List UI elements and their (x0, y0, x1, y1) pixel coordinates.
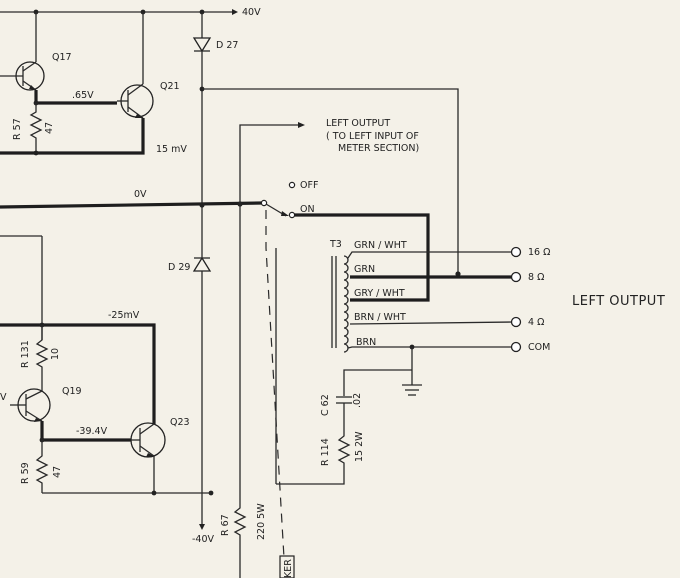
terminal-8-ohm[interactable] (510, 271, 522, 283)
resistor-r57 (29, 103, 43, 153)
resistor-r59 (35, 440, 49, 493)
voltage-m25mv-label: -25mV (108, 310, 140, 321)
diode-d29 (192, 256, 212, 272)
ground-symbol (402, 347, 422, 396)
switch-off-label: OFF (300, 180, 318, 191)
terminal-8-label: 8 Ω (528, 272, 544, 283)
tap-gry-wht-label: GRY / WHT (354, 288, 405, 299)
terminal-4-ohm[interactable] (510, 316, 522, 328)
output-switch (260, 181, 296, 219)
q17-label: Q17 (52, 52, 72, 63)
capacitor-c62 (336, 396, 352, 428)
transformer-t3 (331, 255, 349, 353)
r59-label: R 59 (20, 462, 31, 484)
resistor-r67 (233, 204, 247, 578)
speaker-partial-label: KER (283, 559, 294, 578)
r57-value: 47 (44, 122, 55, 134)
r67-value: 220 5W (256, 503, 267, 540)
resistor-r114 (276, 428, 351, 485)
voltage-15mv-label: 15 mV (156, 144, 187, 155)
transistor-q17 (0, 61, 45, 91)
transistor-q19 (10, 388, 51, 422)
resistor-r131 (35, 325, 49, 391)
transistor-q23 (130, 422, 166, 458)
transistor-q21 (117, 83, 154, 119)
q23-label: Q23 (170, 417, 190, 428)
tap-brn-label: BRN (356, 337, 376, 348)
r131-value: 10 (50, 348, 61, 360)
q19-partial-voltage: V (0, 392, 7, 403)
voltage-065-label: .65V (72, 90, 94, 101)
left-output-label-3: METER SECTION) (338, 143, 419, 154)
c62-value: .02 (352, 393, 363, 408)
diode-d27 (192, 37, 212, 53)
r57-label: R 57 (12, 118, 23, 140)
left-output-label-2: ( TO LEFT INPUT OF (326, 131, 419, 142)
voltage-0v-label: 0V (134, 189, 147, 200)
r67-label: R 67 (220, 514, 231, 536)
tap-brn-wht-label: BRN / WHT (354, 312, 406, 323)
switch-on-label: ON (300, 204, 315, 215)
terminal-4-label: 4 Ω (528, 317, 544, 328)
rail-neg-label: -40V (192, 534, 215, 545)
terminal-16-ohm[interactable] (510, 246, 522, 258)
left-output-heading: LEFT OUTPUT (572, 294, 665, 309)
voltage-m394-label: -39.4V (76, 426, 108, 437)
terminal-com[interactable] (510, 341, 522, 353)
r114-value: 15 2W (354, 431, 365, 462)
d27-label: D 27 (216, 40, 238, 51)
d29-label: D 29 (168, 262, 190, 273)
left-output-label-1: LEFT OUTPUT (326, 118, 390, 129)
terminal-16-label: 16 Ω (528, 247, 550, 258)
tap-grn-wht-label: GRN / WHT (354, 240, 407, 251)
r114-label: R 114 (320, 438, 331, 466)
c62-label: C 62 (320, 394, 331, 416)
terminal-com-label: COM (528, 342, 550, 353)
rail-pos-label: 40V (242, 7, 261, 18)
r131-label: R 131 (20, 340, 31, 368)
q19-label: Q19 (62, 386, 82, 397)
t3-label: T3 (329, 239, 342, 250)
tap-grn-label: GRN (354, 264, 375, 275)
r59-value: 47 (52, 466, 63, 478)
q21-label: Q21 (160, 81, 180, 92)
